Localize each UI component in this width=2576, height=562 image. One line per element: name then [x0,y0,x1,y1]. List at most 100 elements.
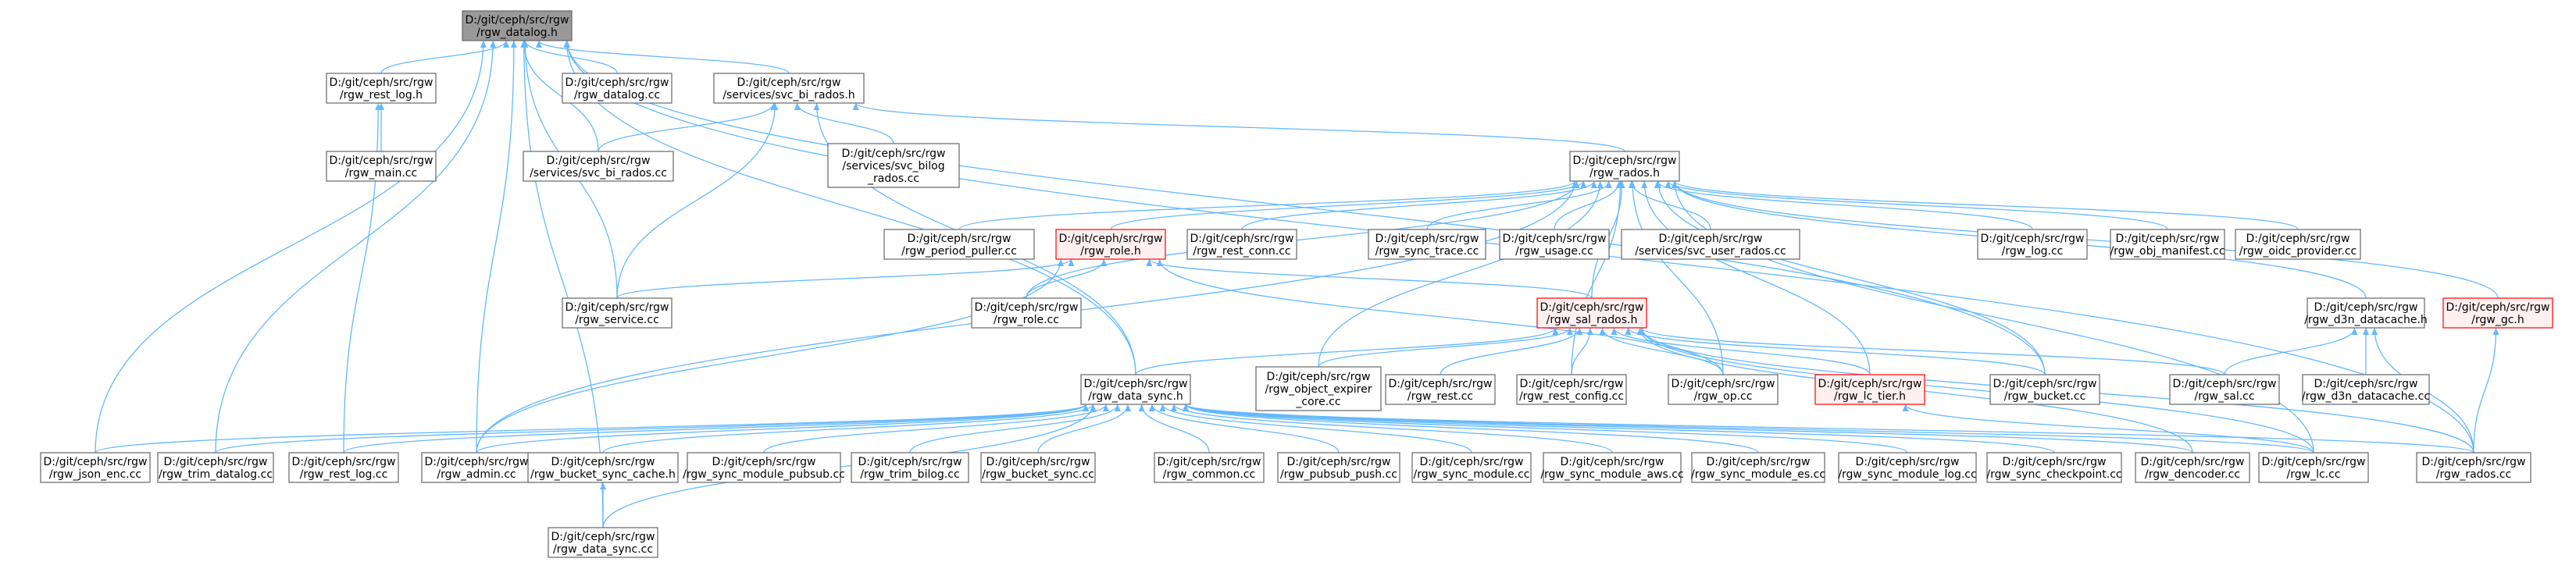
node-rgw-common-cc[interactable]: D:/git/ceph/src/rgw/rgw_common.cc [1154,452,1265,483]
node-rgw-sync-module-aws-cc[interactable]: D:/git/ceph/src/rgw/rgw_sync_module_aws.… [1540,452,1684,483]
node-rgw-period-puller-cc[interactable]: D:/git/ceph/src/rgw/rgw_period_puller.cc [883,229,1035,260]
node-rgw-obj-manifest-cc[interactable]: D:/git/ceph/src/rgw/rgw_obj_manifest.cc [2110,229,2225,260]
node-rgw-lc-tier-h[interactable]: D:/git/ceph/src/rgw/rgw_lc_tier.h [1814,374,1925,405]
edge-rgw_oidc_provider_cc-to-rgw_rados_h [1672,180,2299,230]
node-rgw-usage-cc[interactable]: D:/git/ceph/src/rgw/rgw_usage.cc [1499,229,1610,260]
edge-rgw_sync_module_aws_cc-to-rgw_data_sync_h [1170,404,1613,454]
node-label-line: D:/git/ceph/src/rgw [2446,301,2550,314]
node-box [1814,374,1925,405]
node-svc-bi-rados-h[interactable]: D:/git/ceph/src/rgw/services/svc_bi_rado… [713,73,865,104]
node-rgw-sync-module-log-cc[interactable]: D:/git/ceph/src/rgw/rgw_sync_module_log.… [1838,452,1977,483]
node-rgw-service-cc[interactable]: D:/git/ceph/src/rgw/rgw_service.cc [562,297,673,329]
node-box [1385,374,1496,405]
node-svc-bi-rados-cc[interactable]: D:/git/ceph/src/rgw/services/svc_bi_rado… [523,151,674,182]
node-label-line: /rgw_admin.cc [437,468,516,481]
node-box [288,452,399,483]
node-label-line: D:/git/ceph/src/rgw [1503,233,1607,245]
node-rgw-sync-module-pubsub-cc[interactable]: D:/git/ceph/src/rgw/rgw_sync_module_pubs… [683,452,845,483]
node-rgw-sync-trace-cc[interactable]: D:/git/ceph/src/rgw/rgw_sync_trace.cc [1368,229,1486,260]
edge-rgw_lc_tier_h-to-rgw_rados_h [1641,180,1871,375]
node-label-line: /rgw_log.cc [2002,245,2064,258]
node-label-line: /rgw_lc.cc [2287,468,2341,481]
node-box [2307,297,2425,329]
edge-rgw_trim_bilog_cc-to-rgw_data_sync_h [909,404,1121,454]
node-label-line: D:/git/ceph/src/rgw [330,155,433,167]
edge-rgw_lc_cc-to-rgw_lc_tier_h [1902,404,2314,454]
node-label-line: /rgw_common.cc [1163,468,1255,481]
node-rgw-rados-h[interactable]: D:/git/ceph/src/rgw/rgw_rados.h [1569,151,1680,182]
node-label-line: D:/git/ceph/src/rgw [1659,233,1763,245]
node-label-line: /rgw_dencoder.cc [2145,468,2240,481]
node-rgw-main-cc[interactable]: D:/git/ceph/src/rgw/rgw_main.cc [326,151,437,182]
node-rgw-rest-conn-cc[interactable]: D:/git/ceph/src/rgw/rgw_rest_conn.cc [1186,229,1297,260]
node-label-line: /rgw_bucket.cc [2004,390,2086,403]
node-label-line: /rgw_trim_datalog.cc [159,468,273,481]
node-rgw-bucket-sync-cc[interactable]: D:/git/ceph/src/rgw/rgw_bucket_sync.cc [980,452,1096,483]
node-label-line: /services/svc_bilog [842,160,944,173]
node-label-line: D:/git/ceph/src/rgw [1158,456,1261,468]
node-rgw-dencoder-cc[interactable]: D:/git/ceph/src/rgw/rgw_dencoder.cc [2135,452,2250,483]
node-label-line: /rgw_d3n_datacache.cc [2302,390,2430,403]
edge-rgw_service_cc-to-svc_bi_rados_h [616,102,779,299]
node-rgw-oidc-provider-cc[interactable]: D:/git/ceph/src/rgw/rgw_oidc_provider.cc [2235,229,2361,260]
edge-rgw_admin_cc-to-rgw_datalog_h [476,40,517,454]
node-rgw-sync-module-cc[interactable]: D:/git/ceph/src/rgw/rgw_sync_module.cc [1411,452,1532,483]
node-rgw-d3n-datacache-h[interactable]: D:/git/ceph/src/rgw/rgw_d3n_datacache.h [2304,297,2428,329]
edge-svc_bi_rados_h-to-rgw_datalog_h [535,40,790,74]
node-svc-bilog-rados-cc[interactable]: D:/git/ceph/src/rgw/services/svc_bilog_r… [827,143,960,188]
node-rgw-object-expirer-core-cc[interactable]: D:/git/ceph/src/rgw/rgw_object_expirer_c… [1255,366,1382,411]
node-box [1989,374,2100,405]
node-rgw-sync-module-es-cc[interactable]: D:/git/ceph/src/rgw/rgw_sync_module_es.c… [1691,452,1825,483]
node-label-line: D:/git/ceph/src/rgw [1267,371,1371,383]
edge-rgw_usage_cc-to-rgw_rados_h [1554,180,1622,230]
node-label-line: /rgw_sync_module_log.cc [1838,468,1976,481]
node-rgw-gc-h[interactable]: D:/git/ceph/src/rgw/rgw_gc.h [2442,297,2553,329]
node-label-line: D:/git/ceph/src/rgw [1993,378,2097,390]
node-rgw-lc-cc[interactable]: D:/git/ceph/src/rgw/rgw_lc.cc [2258,452,2369,483]
node-label-line: D:/git/ceph/src/rgw [1573,155,1677,167]
edge-rgw_bucket_cc-to-rgw_rados_h [1655,180,2046,375]
node-rgw-role-h[interactable]: D:/git/ceph/src/rgw/rgw_role.h [1055,229,1166,260]
node-box [1154,452,1265,483]
node-box [421,452,532,483]
node-rgw-pubsub-push-cc[interactable]: D:/git/ceph/src/rgw/rgw_pubsub_push.cc [1277,452,1400,483]
edge-rgw_object_expirer_core_cc-to-rgw_rados_h [1318,180,1604,368]
node-rgw-datalog-h[interactable]: D:/git/ceph/src/rgw/rgw_datalog.h [462,10,573,41]
node-rgw-bucket-sync-cache-h[interactable]: D:/git/ceph/src/rgw/rgw_bucket_sync_cach… [527,452,679,483]
node-rgw-data-sync-h[interactable]: D:/git/ceph/src/rgw/rgw_data_sync.h [1080,374,1191,405]
node-label-line: D:/git/ceph/src/rgw [1818,378,1922,390]
edge-rgw_role_h-to-rgw_rados_h [1110,180,1587,230]
node-label-line: D:/git/ceph/src/rgw [2422,456,2526,468]
node-box [1055,229,1166,260]
node-box [562,73,673,104]
node-rgw-bucket-cc[interactable]: D:/git/ceph/src/rgw/rgw_bucket.cc [1989,374,2100,405]
node-rgw-rest-log-cc[interactable]: D:/git/ceph/src/rgw/rgw_rest_log.cc [288,452,399,483]
edge-rgw_op_cc-to-rgw_role_h [1156,258,1724,375]
node-box [40,452,151,483]
node-rgw-d3n-datacache-cc[interactable]: D:/git/ceph/src/rgw/rgw_d3n_datacache.cc [2302,374,2430,405]
node-rgw-log-cc[interactable]: D:/git/ceph/src/rgw/rgw_log.cc [1977,229,2088,260]
node-rgw-op-cc[interactable]: D:/git/ceph/src/rgw/rgw_op.cc [1668,374,1779,405]
node-rgw-json-enc-cc[interactable]: D:/git/ceph/src/rgw/rgw_json_enc.cc [40,452,151,483]
node-rgw-data-sync-cc[interactable]: D:/git/ceph/src/rgw/rgw_data_sync.cc [548,527,658,558]
node-rgw-datalog-cc[interactable]: D:/git/ceph/src/rgw/rgw_datalog.cc [562,73,673,104]
edge-rgw_json_enc_cc-to-rgw_datalog_h [95,40,487,454]
node-rgw-sync-checkpoint-cc[interactable]: D:/git/ceph/src/rgw/rgw_sync_checkpoint.… [1986,452,2122,483]
node-label-line: /rgw_rest_log.cc [300,468,388,481]
node-rgw-rest-config-cc[interactable]: D:/git/ceph/src/rgw/rgw_rest_config.cc [1516,374,1627,405]
node-rgw-admin-cc[interactable]: D:/git/ceph/src/rgw/rgw_admin.cc [421,452,532,483]
node-rgw-sal-cc[interactable]: D:/git/ceph/src/rgw/rgw_sal.cc [2169,374,2280,405]
node-box [326,151,437,182]
node-rgw-rest-cc[interactable]: D:/git/ceph/src/rgw/rgw_rest.cc [1385,374,1496,405]
node-rgw-trim-datalog-cc[interactable]: D:/git/ceph/src/rgw/rgw_trim_datalog.cc [157,452,274,483]
node-svc-user-rados-cc[interactable]: D:/git/ceph/src/rgw/services/svc_user_ra… [1621,229,1800,260]
node-rgw-trim-bilog-cc[interactable]: D:/git/ceph/src/rgw/rgw_trim_bilog.cc [851,452,969,483]
node-rgw-sal-rados-h[interactable]: D:/git/ceph/src/rgw/rgw_sal_rados.h [1536,297,1647,329]
node-rgw-rados-cc[interactable]: D:/git/ceph/src/rgw/rgw_rados.cc [2416,452,2531,483]
node-rgw-rest-log-h[interactable]: D:/git/ceph/src/rgw/rgw_rest_log.h [326,73,437,104]
node-label-line: /rgw_sal.cc [2194,390,2254,403]
node-rgw-role-cc[interactable]: D:/git/ceph/src/rgw/rgw_role.cc [971,297,1082,329]
edge-rgw_bucket_sync_cache_h-to-rgw_data_sync_h [602,404,1097,454]
node-label-line: D:/git/ceph/src/rgw [2262,456,2366,468]
